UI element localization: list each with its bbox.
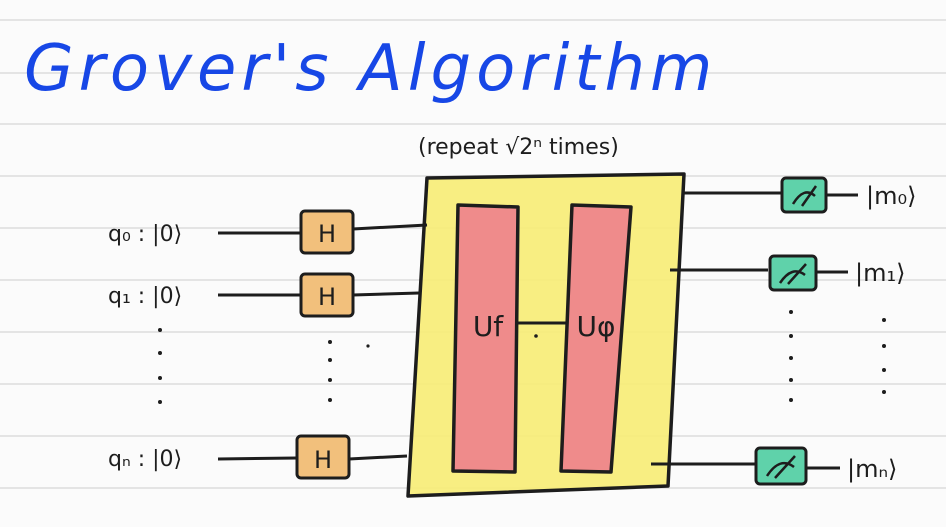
hadamard-ellipsis: [328, 340, 370, 402]
meter-icon: [778, 270, 806, 284]
link-dot: [534, 334, 538, 338]
output-ellipsis: [789, 310, 886, 402]
output-label-mn: |mₙ⟩: [847, 455, 897, 483]
repeat-note: (repeat √2ⁿ times): [418, 135, 619, 160]
output-label-m1: |m₁⟩: [855, 259, 905, 287]
meter-icon: [791, 191, 816, 205]
qubit-label-qn: qₙ : |0⟩: [108, 447, 182, 472]
qubit-wires: [217, 223, 428, 461]
qubit-label-q1: q₁ : |0⟩: [108, 284, 182, 309]
meter-icon: [765, 461, 795, 477]
hadamard-label: H: [318, 220, 336, 248]
oracle-block: Uf: [451, 203, 520, 474]
diffuser-block: Uφ: [559, 203, 633, 474]
repeat-box: [406, 172, 686, 498]
input-ellipsis: [158, 328, 162, 404]
oracle-label: Uf: [473, 310, 504, 343]
diffuser-label: Uφ: [577, 310, 616, 343]
measure-gate-m1: [768, 254, 818, 292]
page-title: Grover's Algorithm: [24, 32, 717, 106]
qubit-label-q0: q₀ : |0⟩: [108, 222, 182, 247]
output-label-m0: |m₀⟩: [866, 182, 916, 210]
measure-gate-mn: [754, 446, 808, 486]
hadamard-label: H: [314, 446, 332, 474]
measure-gate-m0: [780, 176, 828, 214]
hadamard-label: H: [318, 283, 336, 311]
output-wires: [651, 191, 858, 470]
hadamard-gate-q1: H: [299, 272, 355, 318]
hadamard-gate-qn: H: [295, 434, 351, 480]
hadamard-gate-q0: H: [299, 209, 355, 255]
